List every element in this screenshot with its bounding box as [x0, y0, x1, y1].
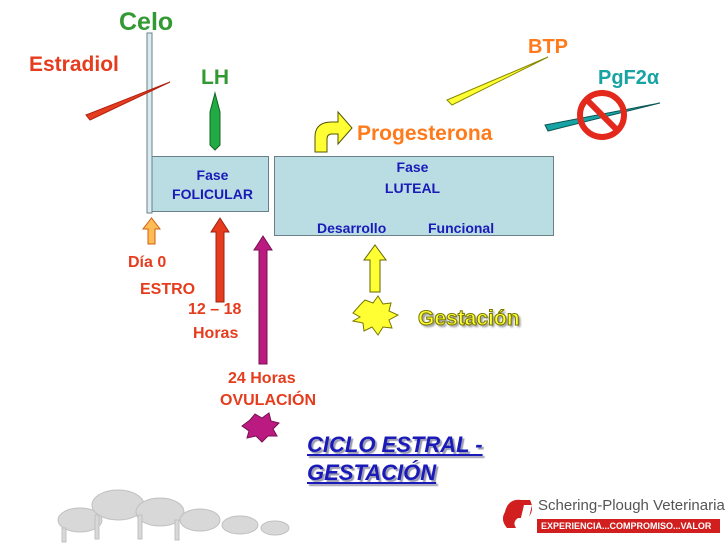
btp-needle-icon — [446, 56, 549, 106]
ovulacion-label: OVULACIÓN — [220, 392, 316, 409]
curved-arrow-icon — [314, 110, 353, 153]
title-line2: GESTACIÓN — [307, 460, 437, 485]
celo-label: Celo — [119, 8, 174, 36]
celo-bar — [146, 32, 153, 214]
desarrollo-label: Desarrollo — [317, 220, 387, 236]
estradiol-needle-icon — [85, 81, 171, 121]
gestacion-label: Gestación — [418, 307, 521, 330]
brand-tagline: EXPERIENCIA...COMPROMISO...VALOR — [541, 521, 712, 531]
funcional-label: Funcional — [428, 220, 495, 236]
title-line1: CICLO ESTRAL - — [307, 432, 483, 457]
fase-luteal-line1: Fase — [396, 159, 429, 175]
fase-folicular-box — [150, 156, 269, 212]
horas-24-label: 24 Horas — [228, 370, 296, 387]
fase-folicular-line2: FOLICULAR — [172, 186, 253, 202]
fase-luteal-line2: LUTEAL — [384, 180, 441, 196]
animals-silhouette-icon — [57, 489, 290, 543]
no-sign-icon — [577, 90, 627, 140]
horas-12-18-line1: 12 – 18 — [188, 301, 242, 318]
dia0-arrow-icon — [141, 217, 162, 245]
estro-arrow-icon — [210, 217, 230, 303]
starburst-icon — [351, 295, 400, 336]
fase-luteal-box — [274, 156, 554, 236]
tagline-bar — [537, 519, 720, 533]
fase-folicular-line1: Fase — [196, 167, 229, 183]
ovulacion-arrow-icon — [253, 235, 273, 365]
brand-name: Schering-Plough Veterinaria — [538, 497, 725, 514]
pgf2a-label: PgF2α — [598, 67, 660, 89]
lh-needle-icon — [209, 91, 221, 151]
horas-12-18-line2: Horas — [193, 325, 239, 342]
btp-label: BTP — [528, 36, 568, 58]
schering-plough-logo-icon — [502, 499, 533, 530]
progesterona-label: Progesterona — [357, 122, 493, 145]
estradiol-label: Estradiol — [29, 53, 119, 76]
lh-label: LH — [201, 66, 229, 89]
dia0-label: Día 0 — [128, 254, 167, 271]
starburst-ovulacion-icon — [241, 412, 280, 443]
gestacion-arrow-icon — [363, 244, 387, 293]
estro-label: ESTRO — [140, 281, 196, 298]
